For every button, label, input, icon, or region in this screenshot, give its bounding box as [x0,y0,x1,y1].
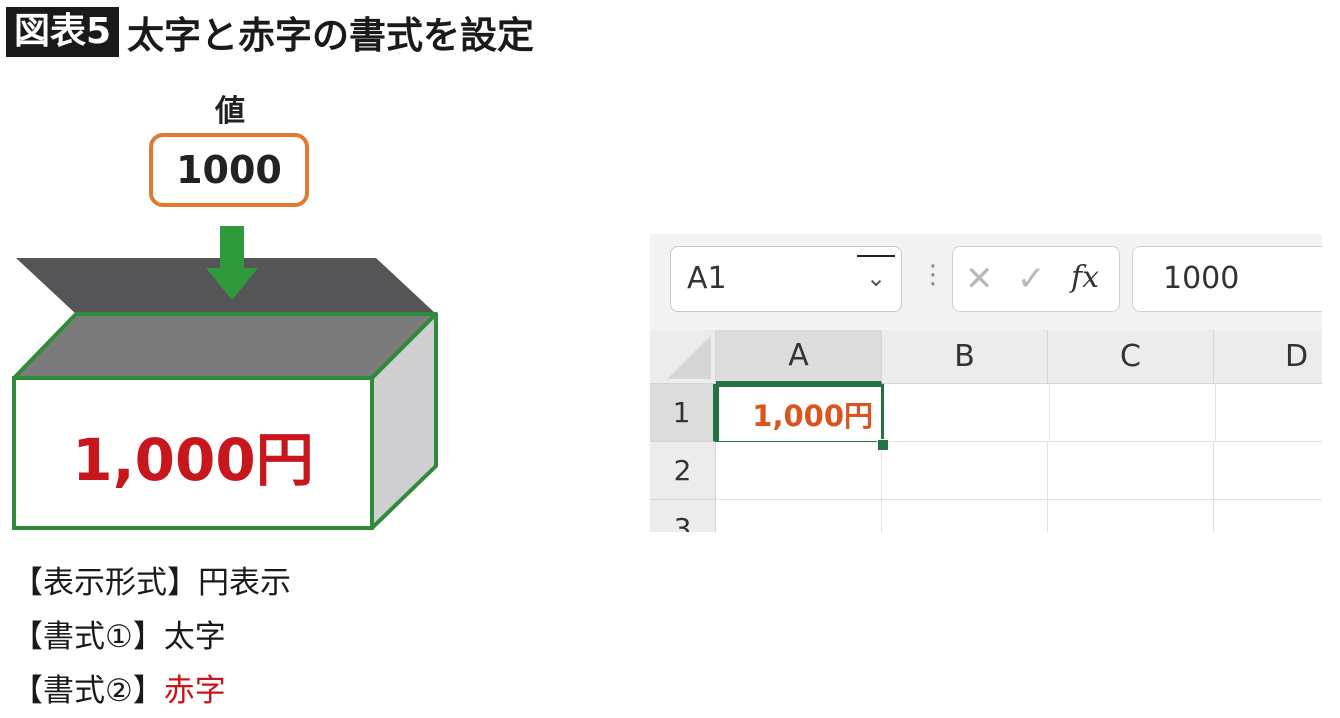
formula-bar[interactable]: 1000 [1132,246,1322,312]
box-illustration [12,226,438,530]
row-header-1[interactable]: 1 [650,384,716,442]
formula-buttons: ✕ ✓ fx [952,246,1120,312]
format-legend: 【表示形式】円表示 【書式①】太字 【書式②】赤字 [12,556,291,718]
enter-icon[interactable]: ✓ [1017,259,1046,299]
figure-title: 太字と赤字の書式を設定 [127,14,535,57]
legend-label: 【表示形式】 [12,565,198,601]
cell-c1[interactable] [1050,384,1216,442]
formula-bar-value: 1000 [1163,261,1240,296]
legend-row-format-1: 【書式①】太字 [12,610,291,664]
cell-b3[interactable] [882,500,1048,532]
name-box[interactable]: A1 ⌄ [670,246,902,312]
input-value-box: 1000 [149,133,309,207]
column-header-b[interactable]: B [882,330,1048,384]
cell-d2[interactable] [1214,442,1322,500]
legend-label: 【書式②】 [12,673,164,709]
name-box-line [857,255,895,257]
excel-window: A1 ⌄ ⋮ ✕ ✓ fx 1000 A B C D 1 2 3 1,000円 [650,234,1322,532]
cell-a3[interactable] [716,500,882,532]
column-header-c[interactable]: C [1048,330,1214,384]
cell-b2[interactable] [882,442,1048,500]
legend-row-display-format: 【表示形式】円表示 [12,556,291,610]
insert-function-icon[interactable]: fx [1071,260,1100,295]
spreadsheet-grid: A B C D 1 2 3 1,000円 [650,330,1322,532]
more-options-icon[interactable]: ⋮ [920,260,946,290]
legend-label: 【書式①】 [12,619,164,655]
column-header-d[interactable]: D [1214,330,1322,384]
box-top-face [12,312,438,380]
select-all-corner[interactable] [650,330,716,384]
column-header-a[interactable]: A [716,330,882,384]
fill-handle[interactable] [877,439,889,451]
row-header-3[interactable]: 3 [650,500,716,532]
select-all-icon [667,335,711,379]
box-front-face [12,376,374,530]
cell-b1[interactable] [884,384,1050,442]
row-header-2[interactable]: 2 [650,442,716,500]
cell-d3[interactable] [1214,500,1322,532]
cell-d1[interactable] [1216,384,1322,442]
legend-row-format-2: 【書式②】赤字 [12,664,291,718]
box-formatted-value: 1,000円 [72,426,314,494]
cell-c3[interactable] [1048,500,1214,532]
figure-title-row: 図表5 太字と赤字の書式を設定 [6,6,534,58]
chevron-down-icon[interactable]: ⌄ [865,264,887,292]
legend-value: 円表示 [198,565,291,601]
figure-label: 図表5 [6,7,120,57]
down-arrow-icon [206,226,258,300]
legend-value: 太字 [163,619,226,655]
cell-a2[interactable] [716,442,882,500]
cancel-icon[interactable]: ✕ [965,259,994,299]
cell-a1[interactable]: 1,000円 [716,384,884,444]
name-box-value: A1 [687,261,727,296]
cell-c2[interactable] [1048,442,1214,500]
value-label: 値 [215,94,245,129]
legend-value: 赤字 [163,673,226,709]
